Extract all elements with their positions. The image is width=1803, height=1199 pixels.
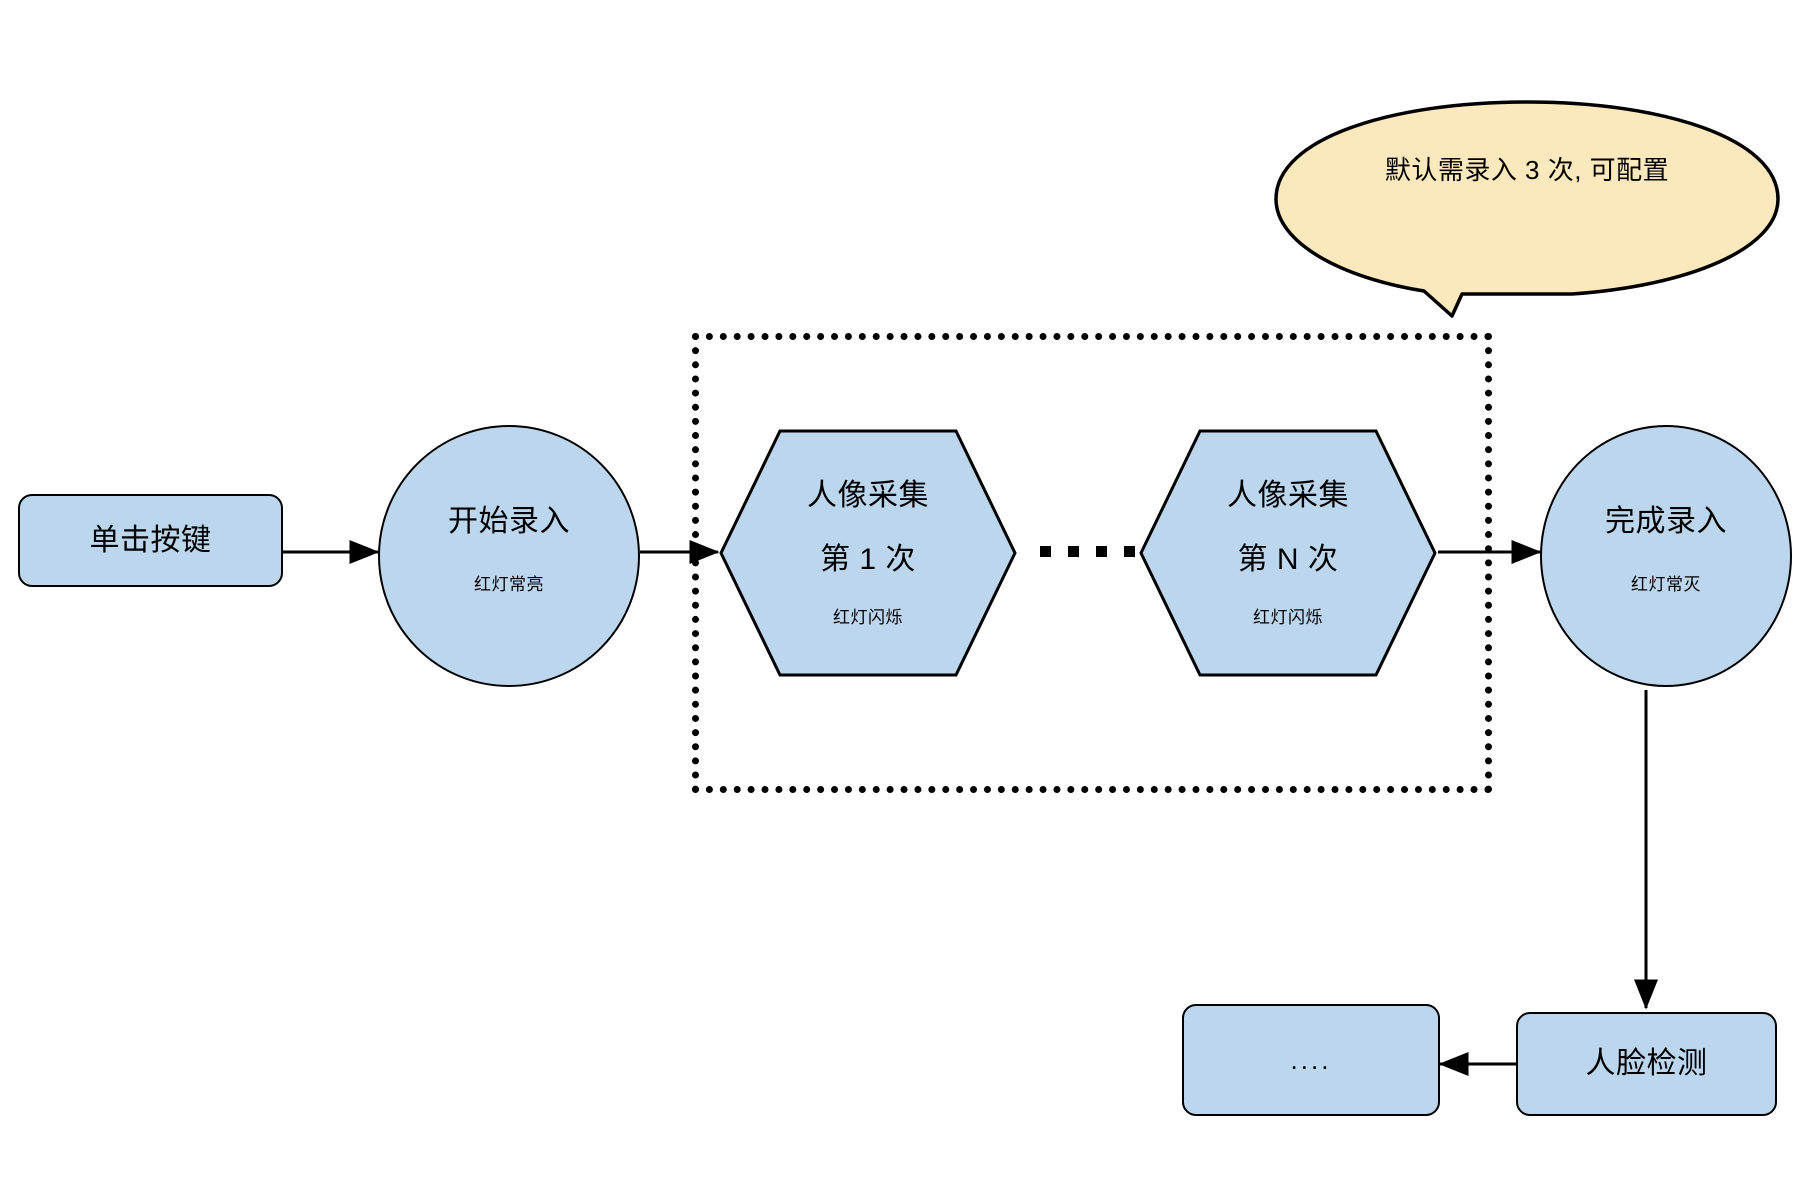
node-click-key-label: 单击按键 (89, 523, 212, 557)
node-more-steps-label: .... (1290, 1044, 1332, 1075)
node-more-steps[interactable]: .... (1182, 1004, 1440, 1116)
node-capture-nth-sublabel: 红灯闪烁 (1253, 608, 1323, 628)
node-click-key[interactable]: 单击按键 (18, 494, 283, 587)
callout-shape (1274, 100, 1780, 318)
node-capture-first-label-line2: 第 1 次 (820, 542, 916, 576)
node-finish-enroll[interactable]: 完成录入 红灯常灭 (1540, 425, 1792, 687)
node-finish-enroll-sublabel: 红灯常灭 (1631, 574, 1701, 594)
ellipsis-dot (1068, 546, 1079, 557)
capture-loop-group (692, 333, 1492, 793)
ellipsis-dot (1096, 546, 1107, 557)
node-capture-nth[interactable]: 人像采集 第 N 次 红灯闪烁 (1138, 428, 1438, 678)
ellipsis-dot (1124, 546, 1135, 557)
capture-ellipsis (1040, 546, 1135, 557)
node-face-detect-label: 人脸检测 (1585, 1047, 1708, 1081)
node-finish-enroll-label: 完成录入 (1605, 505, 1727, 539)
node-capture-nth-label-line2: 第 N 次 (1237, 542, 1339, 576)
node-start-enroll-label: 开始录入 (448, 505, 570, 539)
node-capture-first-sublabel: 红灯闪烁 (833, 608, 903, 628)
node-start-enroll-sublabel: 红灯常亮 (474, 574, 544, 594)
callout-text: 默认需录入 3 次, 可配置 (1384, 155, 1670, 185)
node-face-detect[interactable]: 人脸检测 (1516, 1012, 1777, 1116)
hexagon-shape (1139, 429, 1437, 677)
ellipsis-dot (1040, 546, 1051, 557)
node-capture-first-label-line1: 人像采集 (807, 479, 929, 513)
hexagon-shape (719, 429, 1017, 677)
callout-bubble: 默认需录入 3 次, 可配置 (1272, 98, 1782, 323)
node-start-enroll[interactable]: 开始录入 红灯常亮 (378, 425, 640, 687)
node-capture-first[interactable]: 人像采集 第 1 次 红灯闪烁 (718, 428, 1018, 678)
node-capture-nth-label-line1: 人像采集 (1227, 479, 1349, 513)
